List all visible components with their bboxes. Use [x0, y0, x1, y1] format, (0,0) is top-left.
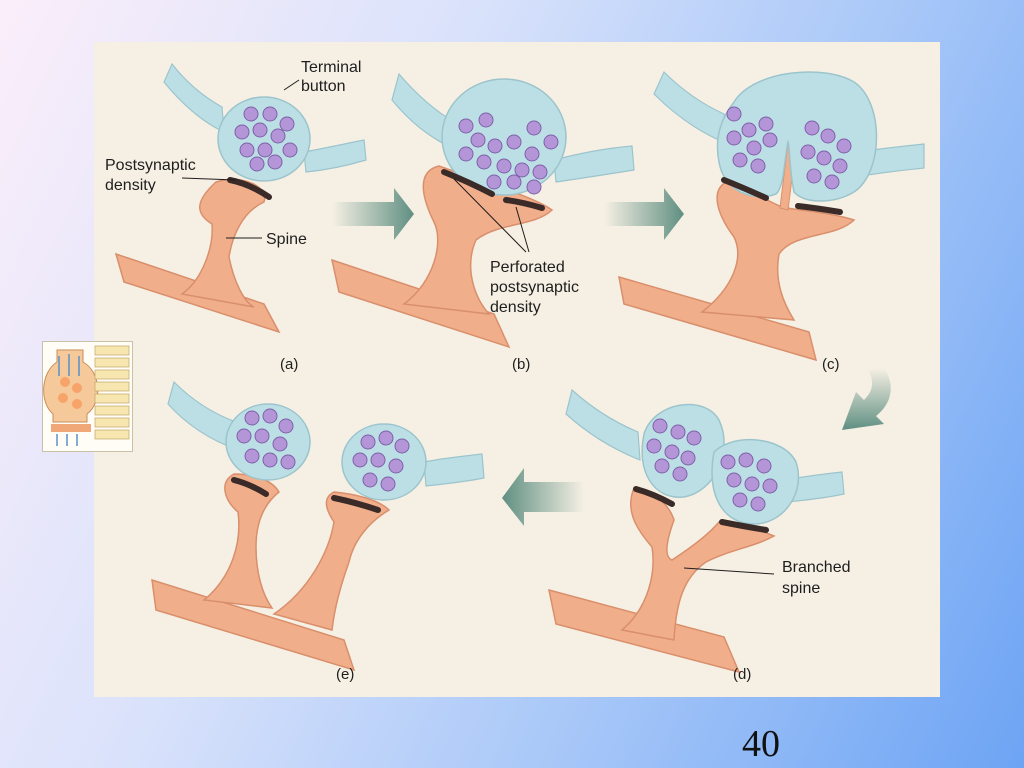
vesicle-cluster — [458, 112, 559, 195]
stage-b — [330, 72, 635, 349]
perforated-leader-2 — [515, 206, 530, 253]
panel-label-e: (e) — [336, 666, 354, 683]
vesicle-cluster — [726, 106, 852, 190]
branched-spine-label-line1: Branched — [782, 559, 851, 576]
postsynaptic-density — [227, 177, 272, 200]
dendritic-spine — [180, 178, 266, 308]
stage-e — [151, 380, 485, 672]
panel-label-d: (d) — [733, 666, 751, 683]
arrow-b-to-c — [604, 188, 684, 240]
density-left — [633, 486, 675, 507]
arrow-c-to-d — [842, 368, 891, 430]
axon — [565, 388, 845, 503]
perforated-leader-1 — [453, 178, 527, 253]
stage-d — [548, 388, 845, 674]
dendrite-shaft — [151, 578, 356, 672]
vesicle-cluster — [646, 418, 778, 512]
panel-label-a: (a) — [280, 356, 298, 373]
perforated-label-line1: Perforated — [490, 259, 565, 276]
branched-spine-label-line2: spine — [782, 580, 820, 597]
dendritic-spine — [700, 181, 856, 321]
perforated-label-line2: postsynaptic — [490, 279, 579, 296]
page-number: 40 — [742, 723, 780, 765]
arrow-d-to-e — [502, 468, 584, 526]
thumbnail-image — [42, 341, 133, 452]
perforated-density-left — [441, 169, 495, 197]
arrow-a-to-b — [332, 188, 414, 240]
density-left — [721, 177, 769, 201]
perforated-density-right — [503, 197, 545, 211]
figure-panel: Terminal button Postsynaptic density Spi… — [94, 42, 940, 697]
terminal-button-leader — [283, 79, 300, 91]
branched-spine-leader — [683, 567, 775, 575]
panel-label-b: (b) — [512, 356, 530, 373]
terminal-button — [441, 78, 567, 196]
perforated-density-label: Perforated postsynaptic density — [490, 259, 583, 316]
vesicle-cluster — [236, 408, 410, 492]
terminal-button-label-line1: Terminal — [301, 59, 361, 76]
vesicle-cluster — [234, 106, 298, 172]
branched-spine-label: Branched spine — [782, 559, 855, 597]
terminal-button-label: Terminal button — [301, 59, 366, 95]
stage-a — [114, 62, 367, 334]
postsynaptic-density-label-line2: density — [105, 177, 156, 194]
density-2 — [331, 495, 381, 513]
postsynaptic-density-leader — [181, 177, 237, 181]
postsynaptic-density-label-line1: Postsynaptic — [105, 157, 196, 174]
density-right — [795, 203, 843, 215]
density-1 — [231, 477, 269, 497]
postsynaptic-density-label: Postsynaptic density — [105, 157, 200, 194]
spine-label: Spine — [266, 231, 307, 248]
neuron-terminal-thumbnail — [43, 345, 130, 446]
density-right — [719, 519, 769, 533]
synapse-diagram: Terminal button Postsynaptic density Spi… — [105, 59, 925, 683]
panel-label-c: (c) — [822, 356, 840, 373]
stage-c — [618, 70, 925, 362]
terminal-button-label-line2: button — [301, 78, 345, 95]
dendritic-spine-2 — [272, 491, 391, 631]
perforated-label-line3: density — [490, 299, 541, 316]
axon — [167, 380, 485, 487]
